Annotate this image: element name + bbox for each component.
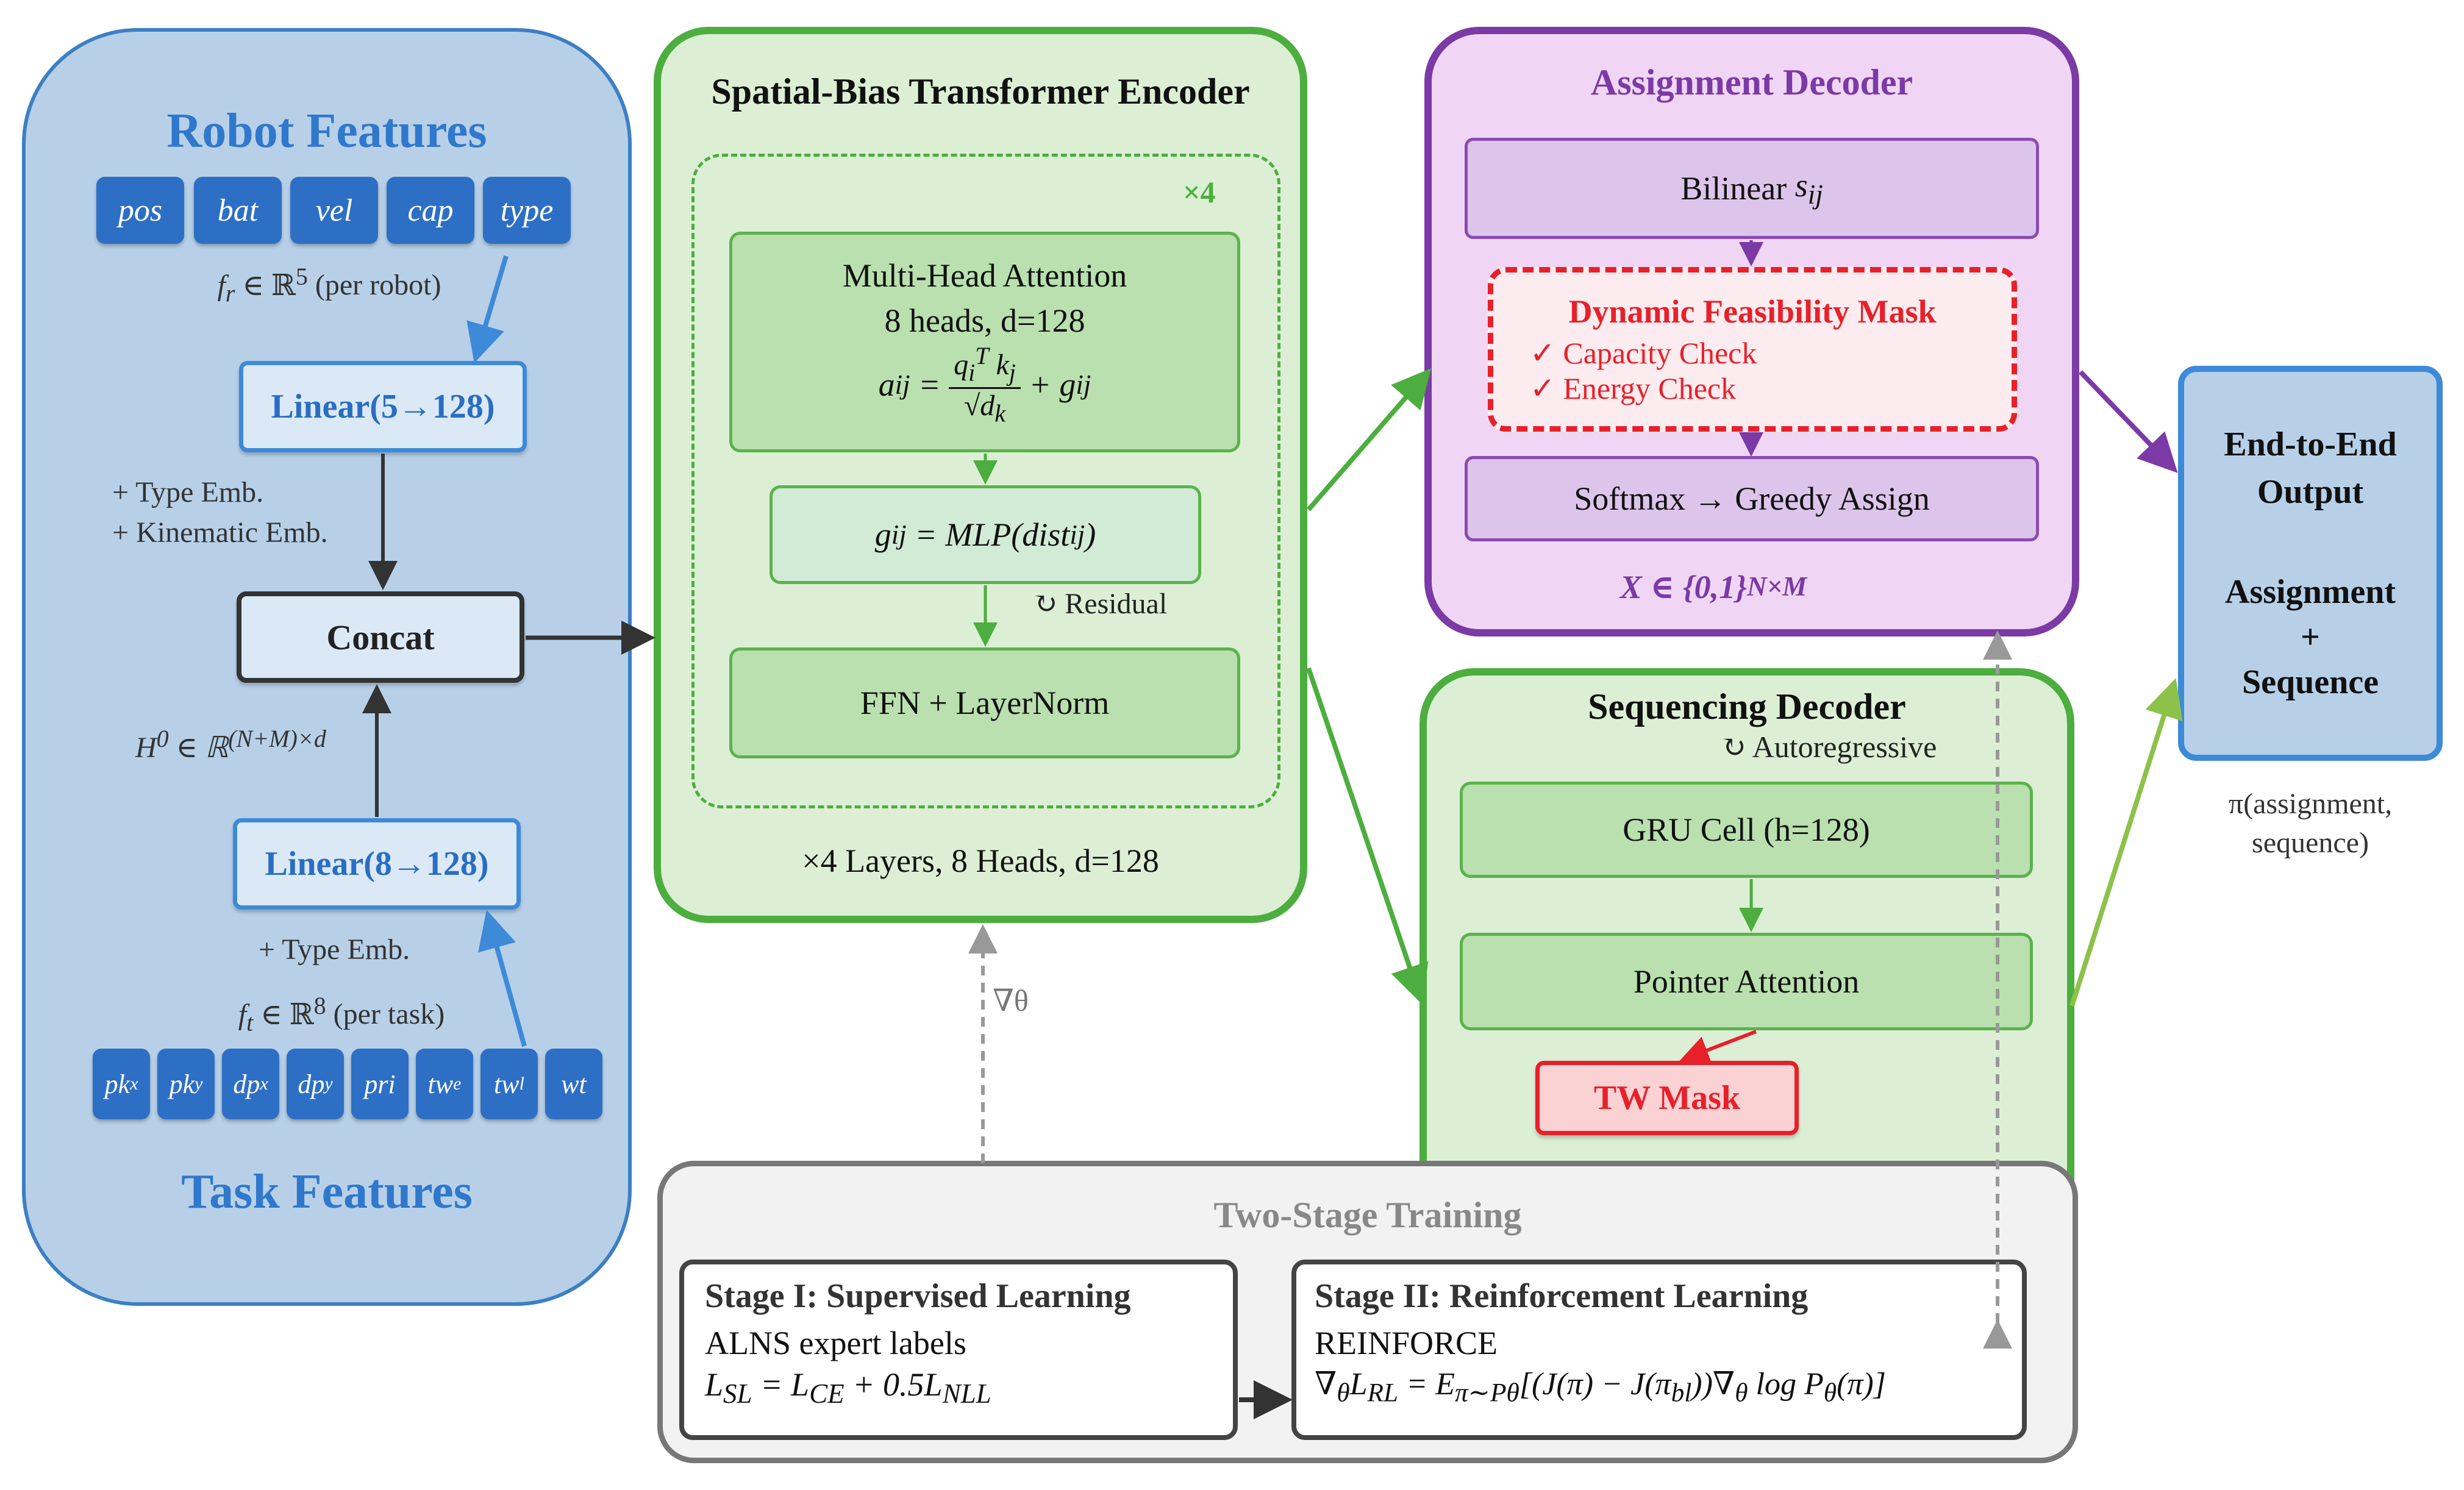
- output-line-2: Output: [2257, 473, 2364, 511]
- assignment-output-space: X ∈ {0,1}N×M: [1619, 569, 1807, 605]
- task-features-title: Task Features: [181, 1164, 473, 1219]
- robot-features-title: Robot Features: [166, 104, 487, 158]
- bilinear-box: Bilinear sij: [1465, 138, 2039, 239]
- robot-chip-pos: pos: [96, 177, 184, 244]
- stage-1-desc: ALNS expert labels: [705, 1325, 966, 1361]
- robot-feature-dim: fr ∈ ℝ5 (per robot): [177, 262, 482, 307]
- capacity-check: ✓ Capacity Check: [1530, 336, 1757, 370]
- mha-title: Multi-Head Attention: [842, 257, 1127, 294]
- residual-label: ↻ Residual: [1033, 588, 1168, 620]
- task-chip-pri: pri: [351, 1049, 409, 1119]
- pointer-attention-box: Pointer Attention: [1460, 933, 2033, 1030]
- stage-1-box: Stage I: Supervised Learning ALNS expert…: [679, 1260, 1238, 1440]
- concat-box: Concat: [237, 591, 524, 683]
- mha-heads: 8 heads, d=128: [884, 302, 1085, 339]
- output-caption-2: sequence): [2252, 826, 2369, 859]
- robot-chip-vel: vel: [290, 177, 378, 244]
- task-dim-formula: ft ∈ ℝ8: [238, 991, 326, 1036]
- output-line-3: Assignment: [2224, 573, 2396, 611]
- gradient-label: ∇θ: [993, 983, 1029, 1018]
- robot-chip-cap: cap: [387, 177, 474, 244]
- tw-mask-box: TW Mask: [1535, 1061, 1799, 1135]
- assignment-to-output-arrow: [2079, 370, 2178, 473]
- feasibility-mask-title: Dynamic Feasibility Mask: [1568, 293, 1937, 330]
- stage-2-title: Stage II: Reinforcement Learning: [1315, 1277, 1809, 1315]
- encoder-layer-group: [691, 154, 1280, 808]
- output-line-5: Sequence: [2242, 663, 2379, 701]
- task-feature-dim: ft ∈ ℝ8 (per task): [201, 991, 482, 1036]
- training-title: Two-Stage Training: [1213, 1194, 1522, 1235]
- energy-check: ✓ Energy Check: [1530, 371, 1737, 405]
- robot-dim-label: (per robot): [315, 268, 441, 301]
- linear-robot-box: Linear(5→128): [239, 361, 527, 452]
- encoder-to-sequencing-arrow: [1306, 667, 1429, 1005]
- stage-1-loss: LSL = LCE + 0.5LNLL: [705, 1366, 991, 1409]
- bilinear-label: Bilinear: [1680, 170, 1787, 207]
- encoder-to-assignment-arrow: [1306, 368, 1432, 512]
- sequencing-to-output-arrow: [2069, 678, 2183, 1007]
- task-dim-label: (per task): [333, 997, 445, 1030]
- output-caption-1: π(assignment,: [2228, 787, 2393, 820]
- gru-cell-box: GRU Cell (h=128): [1460, 782, 2033, 878]
- ffn-layernorm-box: FFN + LayerNorm: [729, 647, 1240, 758]
- stage-2-gradient: ∇θLRL = Eπ∼Pθ[(J(π) − J(πbl))∇θ log Pθ(π…: [1315, 1367, 1886, 1408]
- feasibility-mask-box: Dynamic Feasibility Mask ✓ Capacity Chec…: [1488, 267, 2017, 432]
- layer-repeat-label: ×4: [1183, 175, 1216, 209]
- task-type-emb: + Type Emb.: [259, 933, 410, 966]
- encoder-title: Spatial-Bias Transformer Encoder: [711, 71, 1250, 112]
- softmax-greedy-box: Softmax → Greedy Assign: [1465, 456, 2039, 541]
- stage-2-box: Stage II: Reinforcement Learning REINFOR…: [1291, 1260, 2027, 1440]
- robot-dim-formula: fr ∈ ℝ5: [217, 262, 308, 307]
- linear-task-box: Linear(8→128): [233, 818, 521, 910]
- output-line-1: End-to-End: [2224, 426, 2397, 463]
- robot-type-emb: + Type Emb.: [112, 476, 264, 508]
- bilinear-score: sij: [1794, 167, 1823, 210]
- assignment-decoder-title: Assignment Decoder: [1590, 62, 1913, 102]
- hidden-dim-label: H0 ∈ ℝ(N+M)×d: [135, 725, 326, 764]
- stage-2-desc: REINFORCE: [1315, 1325, 1498, 1361]
- sequencing-decoder-title: Sequencing Decoder: [1588, 686, 1906, 727]
- robot-chip-bat: bat: [194, 177, 282, 244]
- robot-kinematic-emb: + Kinematic Emb.: [112, 516, 328, 549]
- task-chip-wt: wt: [545, 1049, 602, 1119]
- robot-chip-type: type: [483, 177, 571, 244]
- autoregressive-label: ↻ Autoregressive: [1721, 730, 1937, 764]
- end-to-end-output-box: End-to-End Output Assignment + Sequence: [2178, 366, 2443, 761]
- encoder-footer: ×4 Layers, 8 Heads, d=128: [802, 843, 1159, 879]
- output-line-4: +: [2301, 618, 2320, 656]
- stage-1-title: Stage I: Supervised Learning: [705, 1277, 1131, 1315]
